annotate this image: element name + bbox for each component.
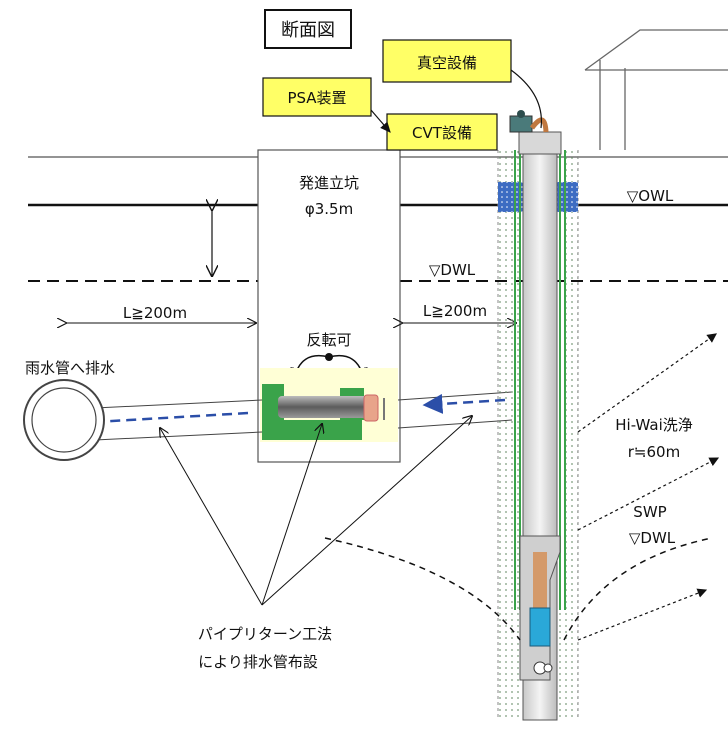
vacuum-label: 真空設備 (417, 54, 477, 72)
hiwai-label: Hi-Wai洗浄 (615, 416, 692, 434)
method-line1: パイプリターン工法 (198, 625, 332, 643)
drain-pipe-upper-left (94, 399, 263, 409)
well-screen (514, 150, 566, 610)
title: 断面図 (281, 20, 335, 41)
psa-leader (370, 109, 391, 133)
shaft-diameter: φ3.5m (305, 200, 353, 218)
pipe-return-machine (260, 368, 398, 442)
well-head (518, 131, 562, 155)
vacuum-leader (510, 69, 543, 129)
psa-box (262, 77, 372, 117)
house-icon (584, 29, 728, 150)
distance-right: L≧200m (423, 302, 487, 320)
swp-dwl-label: ▽DWL (629, 529, 676, 547)
hiwai-radius: r≒60m (628, 443, 680, 461)
rotation-label: 反転可 (306, 331, 351, 349)
dwl-label: ▽DWL (429, 261, 476, 279)
drawdown-curve-right (563, 537, 713, 641)
submersible-pump (519, 535, 561, 681)
swp-label: SWP (633, 503, 666, 521)
vacuum-box (382, 39, 512, 83)
title-box (264, 9, 352, 49)
method-callout-lines (160, 416, 472, 606)
drainage-label: 雨水管へ排水 (25, 359, 115, 377)
drain-pipe-lower-left (94, 431, 263, 441)
hiwai-flow-arrows (577, 333, 720, 641)
cvt-label: CVT設備 (412, 124, 472, 142)
shaft-name: 発進立坑 (299, 174, 359, 192)
distance-left: L≧200m (123, 304, 187, 322)
owl-label: ▽OWL (627, 187, 674, 205)
drain-pipe-upper-right (397, 391, 513, 401)
method-line2: により排水管布設 (198, 653, 318, 671)
drain-pipe-lower-right (397, 419, 513, 429)
psa-label: PSA装置 (287, 89, 346, 107)
drawdown-curve-left (324, 537, 521, 641)
flow-arrow-right (422, 393, 506, 414)
